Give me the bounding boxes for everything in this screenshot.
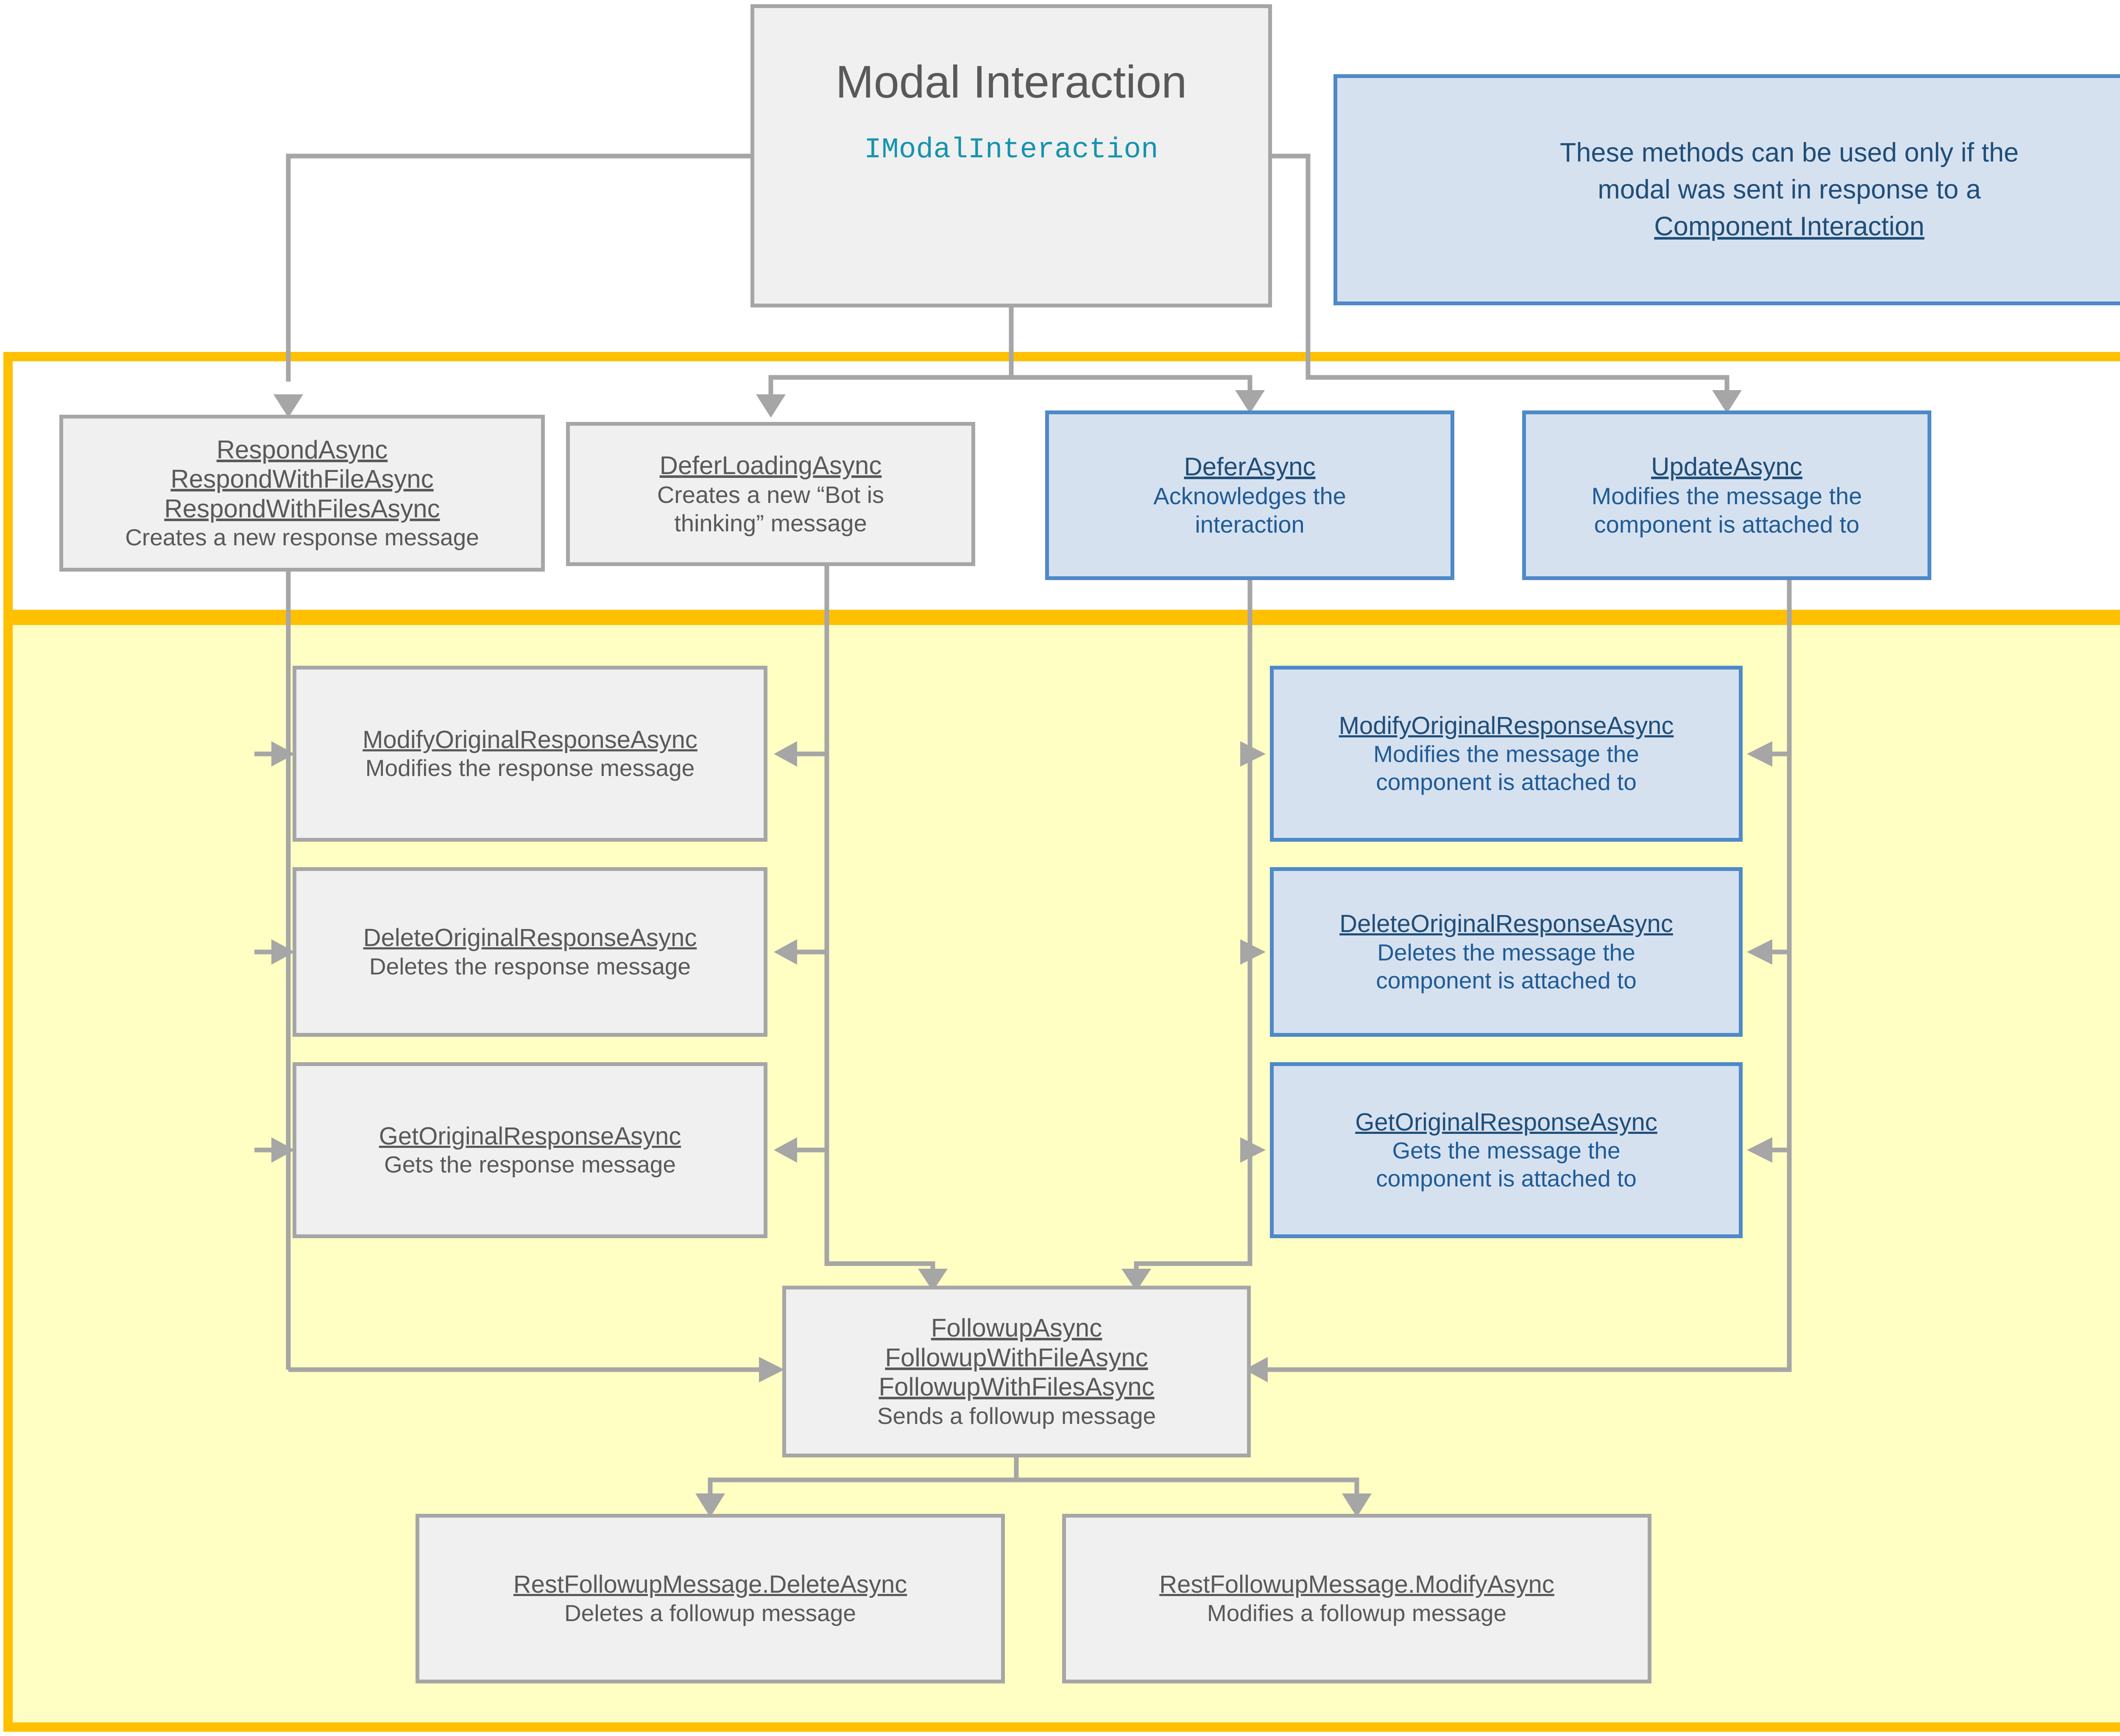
node-delete-original-response-async-grey[interactable]: DeleteOriginalResponseAsync Deletes the … <box>293 867 767 1037</box>
grey-modify-description: Modifies the response message <box>365 755 695 781</box>
node-update-async[interactable]: UpdateAsync Modifies the message the com… <box>1522 410 1931 580</box>
defer-loading-description-1: Creates a new “Bot is <box>657 481 884 508</box>
root-title: Modal Interaction <box>835 56 1187 107</box>
rest-modify-description: Modifies a followup message <box>1207 1599 1507 1626</box>
blue-modify-description-1: Modifies the message the <box>1373 741 1639 768</box>
update-description-1: Modifies the message the <box>1591 482 1862 509</box>
node-rest-followup-message-delete-async[interactable]: RestFollowupMessage.DeleteAsync Deletes … <box>416 1514 1005 1683</box>
blue-modify-description-2: component is attached to <box>1376 769 1637 795</box>
rest-delete-description: Deletes a followup message <box>564 1599 856 1626</box>
method-followup-with-file-async[interactable]: FollowupWithFileAsync <box>885 1343 1148 1372</box>
followup-description: Sends a followup message <box>877 1402 1156 1429</box>
method-respond-with-files-async[interactable]: RespondWithFilesAsync <box>164 494 440 523</box>
note-component-interaction[interactable]: These methods can be used only if the mo… <box>1333 74 2120 305</box>
legend-followup-line-4: interaction token’s lifetime <box>1933 792 2120 820</box>
node-delete-original-response-async-blue[interactable]: DeleteOriginalResponseAsync Deletes the … <box>1270 867 1743 1037</box>
node-modify-original-response-async-blue[interactable]: ModifyOriginalResponseAsync Modifies the… <box>1270 666 1743 842</box>
method-followup-with-files-async[interactable]: FollowupWithFilesAsync <box>879 1373 1155 1401</box>
node-get-original-response-async-blue[interactable]: GetOriginalResponseAsync Gets the messag… <box>1270 1062 1743 1238</box>
legend-initial-response: Initial Response methods Has to be execu… <box>1933 403 2120 521</box>
node-rest-followup-message-modify-async[interactable]: RestFollowupMessage.ModifyAsync Modifies… <box>1062 1514 1651 1683</box>
legend-followup-title: Followup methods <box>1933 674 2120 706</box>
method-modify-original-response-async-blue[interactable]: ModifyOriginalResponseAsync <box>1339 712 1674 740</box>
grey-get-description: Gets the response message <box>384 1151 676 1178</box>
node-defer-loading-async[interactable]: DeferLoadingAsync Creates a new “Bot is … <box>566 422 975 566</box>
method-rest-followup-message-modify-async[interactable]: RestFollowupMessage.ModifyAsync <box>1159 1571 1554 1599</box>
method-respond-with-file-async[interactable]: RespondWithFileAsync <box>170 465 434 494</box>
node-modal-interaction[interactable]: Modal Interaction IModalInteraction <box>750 4 1272 307</box>
method-rest-followup-message-delete-async[interactable]: RestFollowupMessage.DeleteAsync <box>513 1571 907 1599</box>
node-followup-async[interactable]: FollowupAsync FollowupWithFileAsync Foll… <box>782 1286 1251 1457</box>
legend-initial-line-3: Can be used only ones per interaction <box>1933 493 2120 521</box>
method-defer-loading-async[interactable]: DeferLoadingAsync <box>659 451 882 480</box>
node-respond-async[interactable]: RespondAsync RespondWithFileAsync Respon… <box>59 415 545 572</box>
method-respond-async[interactable]: RespondAsync <box>216 435 388 464</box>
legend-followup-line-1: Can be used in 15 minutes <box>1933 706 2120 735</box>
blue-get-description-1: Gets the message the <box>1392 1137 1621 1164</box>
defer-loading-description-2: thinking” message <box>674 509 867 536</box>
method-modify-original-response-async[interactable]: ModifyOriginalResponseAsync <box>363 726 697 754</box>
grey-delete-description: Deletes the response message <box>369 953 691 980</box>
defer-description-1: Acknowledges the <box>1153 482 1346 509</box>
respond-description: Creates a new response message <box>125 524 479 551</box>
legend-followup-line-2: after sending an initial response <box>1933 735 2120 764</box>
blue-delete-description-2: component is attached to <box>1376 967 1637 994</box>
node-modify-original-response-async-grey[interactable]: ModifyOriginalResponseAsync Modifies the… <box>293 666 767 842</box>
update-description-2: component is attached to <box>1594 511 1860 538</box>
note-line-1: These methods can be used only if the <box>1559 138 2019 168</box>
method-get-original-response-async-blue[interactable]: GetOriginalResponseAsync <box>1355 1108 1657 1136</box>
legend-followup-line-3: Can be used multiple times during <box>1933 764 2120 792</box>
method-update-async[interactable]: UpdateAsync <box>1651 452 1802 481</box>
legend-initial-line-2: after receiving the interaction <box>1933 464 2120 493</box>
legend-followup: Followup methods Can be used in 15 minut… <box>1933 674 2120 821</box>
method-get-original-response-async[interactable]: GetOriginalResponseAsync <box>379 1122 681 1150</box>
legend-initial-title: Initial Response methods <box>1933 403 2120 435</box>
legend-initial-line-1: Has to be executed in 3 seconds <box>1933 435 2120 464</box>
note-line-2: modal was sent in response to a <box>1598 175 1981 205</box>
method-followup-async[interactable]: FollowupAsync <box>931 1314 1102 1342</box>
node-defer-async[interactable]: DeferAsync Acknowledges the interaction <box>1045 410 1454 580</box>
blue-get-description-2: component is attached to <box>1376 1165 1637 1192</box>
method-defer-async[interactable]: DeferAsync <box>1184 452 1316 481</box>
node-get-original-response-async-grey[interactable]: GetOriginalResponseAsync Gets the respon… <box>293 1062 767 1238</box>
method-delete-original-response-async[interactable]: DeleteOriginalResponseAsync <box>363 924 697 952</box>
method-delete-original-response-async-blue[interactable]: DeleteOriginalResponseAsync <box>1339 910 1673 938</box>
blue-delete-description-1: Deletes the message the <box>1377 939 1635 966</box>
note-link-component-interaction[interactable]: Component Interaction <box>1654 211 1925 241</box>
root-interface-name: IModalInteraction <box>864 134 1158 166</box>
defer-description-2: interaction <box>1195 511 1305 538</box>
